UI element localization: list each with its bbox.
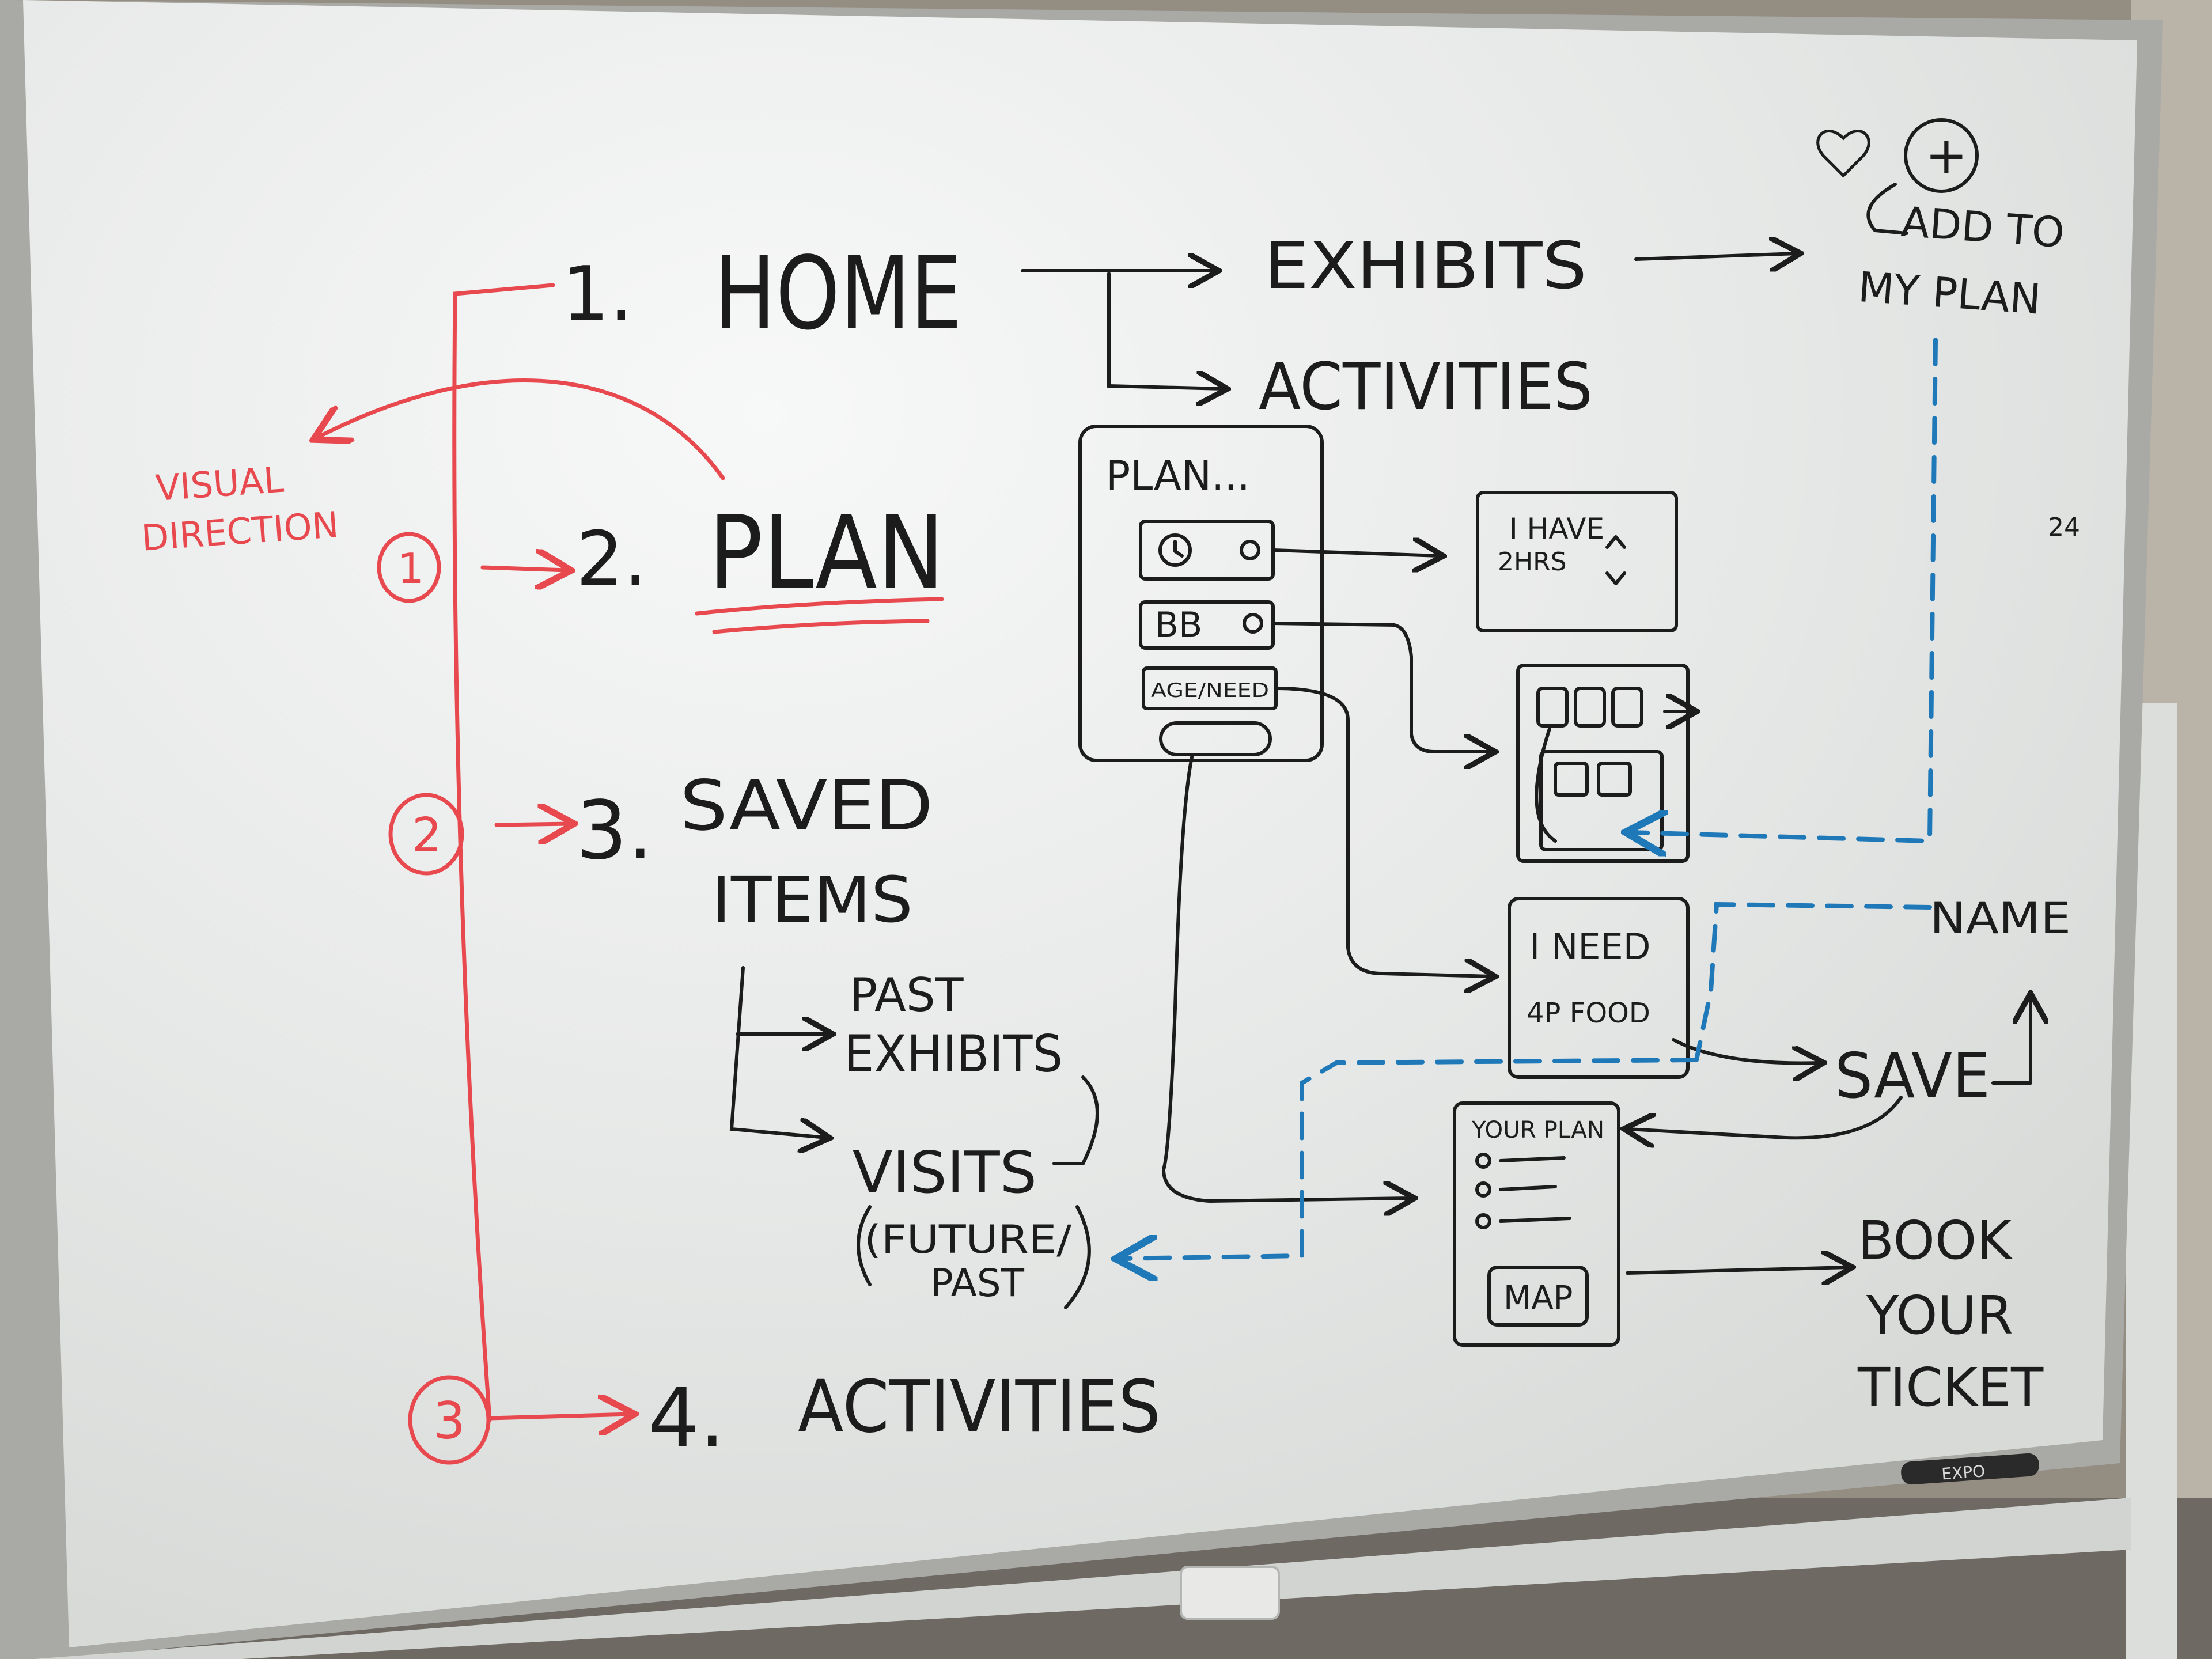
saved-label-line1: SAVED — [680, 766, 933, 846]
step-circle-3 — [408, 1375, 491, 1465]
blue-add-to-grid-path — [1630, 338, 1938, 841]
home-label: HOME — [714, 236, 962, 353]
plan-list-dot-2 — [1475, 1181, 1491, 1198]
map-to-book-arrow — [1626, 1267, 1849, 1273]
time-card-line1: I HAVE — [1509, 512, 1604, 546]
add-to-plan-line1: ADD TO — [1900, 198, 2066, 257]
plan-row-age-label: AGE/NEED — [1151, 679, 1269, 702]
activities-number: 4. — [648, 1372, 725, 1465]
need-to-save-arrow — [1672, 1038, 1820, 1063]
grid-tile-2 — [1574, 687, 1606, 728]
visits-note-line2: PAST — [930, 1261, 1025, 1305]
clock-icon — [1158, 533, 1192, 567]
step-circle-2 — [388, 793, 464, 876]
book-line1: BOOK — [1858, 1210, 2013, 1271]
name-label: NAME — [1930, 892, 2071, 944]
grid-drag-arrow — [1535, 727, 1557, 843]
corner-mark: 24 — [2048, 513, 2080, 542]
visits-paren-right — [1064, 1205, 1091, 1309]
plus-circle-icon — [1904, 118, 1979, 193]
plan-card-title: PLAN... — [1106, 452, 1250, 499]
saved-branch-line — [729, 966, 827, 1138]
book-line3: TICKET — [1857, 1357, 2044, 1418]
step-circle-1 — [377, 532, 441, 603]
need-card-line1: I NEED — [1529, 926, 1650, 968]
time-stepper-icon — [1605, 535, 1626, 585]
saved-number: 3. — [576, 784, 653, 878]
visual-direction-line1: VISUAL — [154, 459, 285, 509]
time-card-line2: 2HRS — [1498, 547, 1567, 577]
visits-loop-arrow — [1052, 1075, 1099, 1165]
plan-number: 2. — [576, 515, 647, 603]
blue-name-path — [1694, 902, 1932, 1062]
plus-sign: + — [1925, 126, 1968, 185]
red-arrow-plan — [480, 567, 567, 570]
time-card — [1476, 491, 1678, 632]
step-number-2: 2 — [412, 808, 442, 863]
board-surface — [23, 0, 2137, 1647]
exhibits-to-add-arrow — [1634, 253, 1797, 259]
plan-row-bb-label: BB — [1155, 605, 1202, 645]
need-card — [1508, 897, 1690, 1079]
add-hook — [1866, 183, 1908, 235]
your-plan-title: YOUR PLAN — [1471, 1117, 1604, 1143]
save-to-your-plan-arrow — [1627, 1096, 1903, 1138]
activities-branch-label: ACTIVITIES — [1259, 350, 1593, 425]
plan-list-line-1 — [1499, 1156, 1566, 1162]
plan-submit-button — [1159, 721, 1272, 756]
heart-icon — [1816, 130, 1870, 178]
map-button — [1487, 1266, 1589, 1327]
marker-brand: EXPO — [1941, 1461, 1986, 1483]
row-bb-dot — [1243, 613, 1263, 634]
grid-saved-tile-1 — [1554, 762, 1589, 797]
home-to-activities-arrow — [1107, 272, 1224, 389]
need-card-line2: 4P FOOD — [1527, 997, 1650, 1029]
save-to-name-arrow — [1991, 997, 2031, 1085]
red-arrow-activities — [487, 1414, 631, 1418]
grid-saved-tile-2 — [1597, 762, 1632, 797]
past-exhibits-line1: PAST — [850, 968, 964, 1022]
plan-card — [1078, 425, 1324, 762]
grid-tile-3 — [1611, 687, 1643, 728]
your-plan-card — [1453, 1101, 1620, 1347]
map-label: MAP — [1503, 1279, 1573, 1317]
plan-list-dot-3 — [1475, 1213, 1491, 1229]
book-line2: YOUR — [1866, 1285, 2013, 1346]
visits-note-line1: (FUTURE/ — [864, 1217, 1071, 1263]
save-label: SAVE — [1835, 1040, 1990, 1112]
age-connector — [1274, 687, 1492, 976]
grid-tile-1 — [1536, 687, 1569, 728]
plan-underline — [695, 597, 944, 634]
activities-label: ACTIVITIES — [798, 1365, 1161, 1449]
grid-saved-panel — [1539, 750, 1664, 851]
past-exhibits-line2: EXHIBITS — [844, 1024, 1063, 1084]
clock-hands — [1173, 540, 1184, 558]
plan-list-line-2 — [1499, 1185, 1557, 1191]
visual-direction-arrow — [317, 378, 725, 480]
plan-label: PLAN — [709, 495, 945, 612]
bb-connector — [1271, 622, 1492, 752]
blue-visits-path — [1120, 1058, 1699, 1259]
marker-tray — [35, 1498, 2131, 1659]
grid-card — [1516, 664, 1690, 863]
row-time-dot — [1240, 540, 1260, 560]
time-connector — [1271, 550, 1440, 556]
step-number-3: 3 — [433, 1391, 465, 1450]
exhibits-label: EXHIBITS — [1264, 229, 1587, 304]
plan-list-line-3 — [1499, 1217, 1571, 1223]
home-number: 1. — [562, 250, 633, 338]
red-arrow-saved — [494, 824, 570, 825]
saved-label-line2: ITEMS — [711, 863, 913, 937]
expo-marker — [1901, 1453, 2039, 1485]
step-number-1: 1 — [397, 544, 424, 593]
visits-label: VISITS — [853, 1139, 1037, 1206]
tray-clip — [1180, 1566, 1280, 1620]
button-connector — [1162, 753, 1411, 1201]
visits-paren-left — [857, 1205, 872, 1286]
plan-list-dot-1 — [1475, 1153, 1491, 1169]
